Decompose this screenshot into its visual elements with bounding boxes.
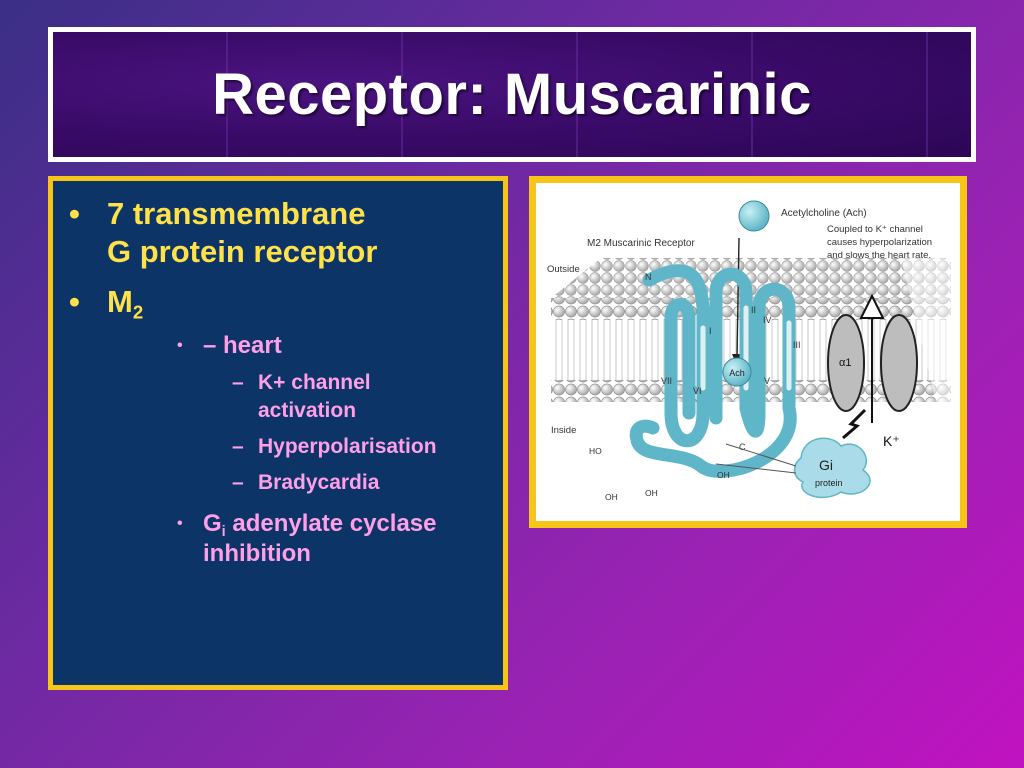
alpha1-label: α1 <box>839 357 851 369</box>
dash-marker: – <box>232 471 244 494</box>
dash-marker: – <box>232 435 244 458</box>
inside-label: Inside <box>551 425 576 436</box>
bullet-text: 7 transmembrane G protein receptor <box>107 195 377 271</box>
m2-receptor-diagram: Acetylcholine (Ach) M2 Muscarinic Recept… <box>547 200 951 502</box>
helix-label-vi: VI <box>693 386 702 396</box>
figure-panel: Acetylcholine (Ach) M2 Muscarinic Recept… <box>529 176 967 528</box>
acetylcholine-molecule <box>738 200 770 232</box>
helix-path-i <box>642 264 710 420</box>
helix-label-iii: III <box>793 340 801 350</box>
gi-label: Gi <box>819 457 833 473</box>
gi-text: Gi adenylate cyclase inhibition <box>203 509 436 569</box>
gi-pointer-line-2 <box>715 463 797 474</box>
helix-label-i: I <box>709 326 712 336</box>
helix-label-vii: VII <box>661 376 672 386</box>
dash-marker: – <box>232 371 244 394</box>
ach-arrow <box>736 237 740 359</box>
channel-subunit-left <box>827 314 865 412</box>
gi-pointer-line <box>725 443 797 467</box>
membrane-fade <box>901 258 951 402</box>
gi-protein-label: protein <box>815 478 843 488</box>
note-line1: Coupled to K⁺ channel <box>827 224 923 235</box>
k-flow-arrowhead <box>859 293 885 319</box>
heart-text: – heart <box>203 332 282 359</box>
m2-text: M2 <box>107 283 143 321</box>
helix-path-ii-iii <box>709 267 753 425</box>
note-line3: and slows the heart rate. <box>827 250 931 261</box>
ach-binding-site <box>722 357 752 387</box>
m2-subscript: 2 <box>132 301 144 323</box>
dash-item-hyperpolarisation: – Hyperpolarisation <box>232 433 485 461</box>
bullet-item-receptor-type: • 7 transmembrane G protein receptor <box>69 195 485 271</box>
ach-label: Acetylcholine (Ach) <box>781 208 867 219</box>
k-channel-line1: K+ channel <box>258 371 371 394</box>
channel-subunit-right <box>880 314 918 412</box>
bullet-marker: • <box>69 284 80 319</box>
gi-protein-shape <box>793 437 871 499</box>
helix-label-ii: II <box>751 305 756 315</box>
c-terminal-tail <box>629 401 797 478</box>
ho-label: HO <box>589 446 602 456</box>
bullet-marker: • <box>177 337 183 354</box>
activation-bolt <box>842 408 867 440</box>
receptor-type-line1: 7 transmembrane <box>107 196 366 231</box>
membrane-top-surface <box>551 258 951 298</box>
dash-item-k-channel: – K+ channel activation <box>232 369 485 425</box>
oh-label-2: OH <box>645 488 658 498</box>
bullet-marker: • <box>177 515 183 532</box>
k-channel-line2: activation <box>258 399 357 422</box>
loop-i2 <box>739 401 766 438</box>
gi-line2: inhibition <box>203 540 311 567</box>
receptor-type-line2: G protein receptor <box>107 234 378 269</box>
oh-label-1: OH <box>605 492 618 502</box>
outside-label: Outside <box>547 264 580 275</box>
oh-label-3: OH <box>717 470 730 480</box>
k-channel: α1 K⁺ <box>827 293 918 449</box>
dash-item-bradycardia: – Bradycardia <box>232 469 485 497</box>
bullet-item-m2: • M2 <box>69 283 485 321</box>
ach-site-label: Ach <box>729 368 745 378</box>
bullet-panel: • 7 transmembrane G protein receptor • M… <box>48 176 508 690</box>
gi-rest: adenylate cyclase <box>225 510 437 537</box>
n-terminus-label: N <box>645 272 652 282</box>
loop-i1 <box>664 406 710 448</box>
gi-subscript: i <box>221 524 226 541</box>
slide-title: Receptor: Muscarinic <box>212 62 812 127</box>
helix-path-vi-vii <box>664 298 696 420</box>
k-channel-text: K+ channel activation <box>258 369 371 425</box>
m2-main: M <box>107 284 133 319</box>
hyperpolarisation-text: Hyperpolarisation <box>258 435 437 458</box>
sub-bullet-heart: • – heart <box>177 331 485 361</box>
receptor-helices <box>629 264 797 478</box>
k-ion-label: K⁺ <box>883 433 900 449</box>
helix-label-v: V <box>764 376 770 386</box>
gi-main: G <box>203 510 222 537</box>
title-box: Receptor: Muscarinic <box>48 27 976 162</box>
receptor-label: M2 Muscarinic Receptor <box>587 238 695 249</box>
bullet-marker: • <box>69 196 80 231</box>
sub-bullet-gi: • Gi adenylate cyclase inhibition <box>177 509 485 569</box>
note-line2: causes hyperpolarization <box>827 237 932 248</box>
helix-label-iv: IV <box>763 315 772 325</box>
bradycardia-text: Bradycardia <box>258 471 380 494</box>
helix-path-iv-v <box>752 282 796 420</box>
c-terminus-label: C <box>739 442 746 452</box>
